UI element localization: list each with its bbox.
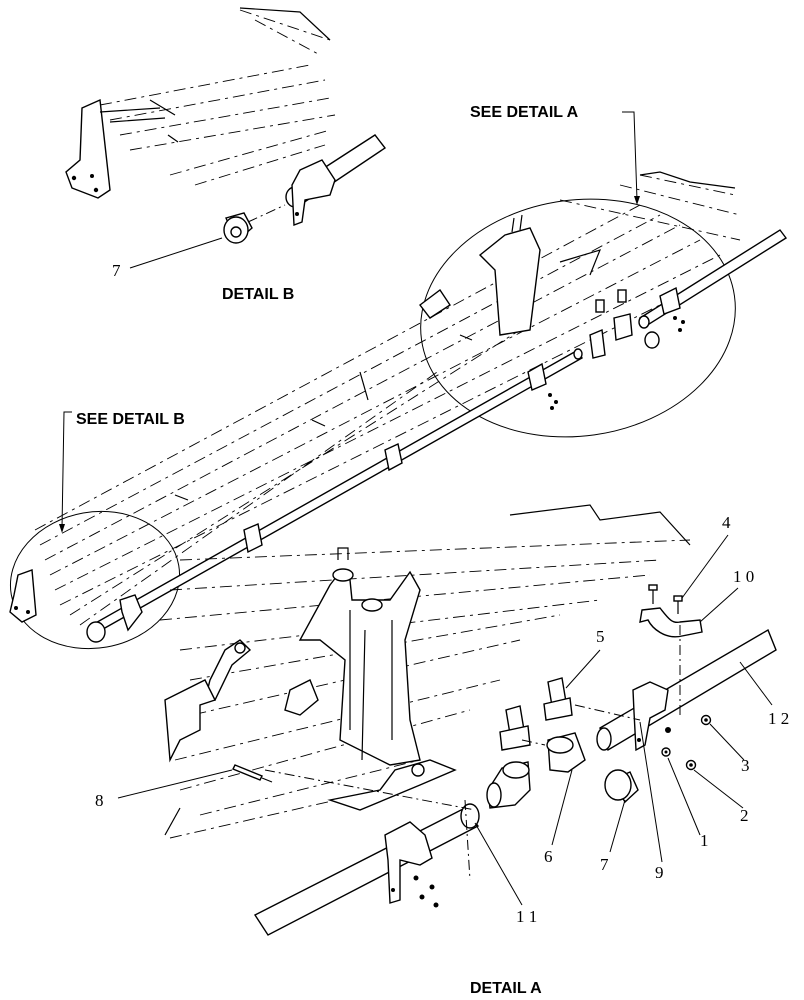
callout-1: 1 bbox=[700, 831, 709, 850]
callout-8: 8 bbox=[95, 791, 104, 810]
detail-a-circle bbox=[420, 198, 736, 438]
part-8-screw bbox=[232, 764, 263, 781]
leader-7-detail-a bbox=[609, 799, 626, 853]
leader-6 bbox=[551, 769, 573, 846]
leader-9 bbox=[639, 721, 663, 863]
main-bracket-b bbox=[9, 569, 37, 623]
callout-12: 1 2 bbox=[768, 709, 789, 728]
main-clamp-4 bbox=[527, 362, 547, 391]
leader-10 bbox=[699, 587, 739, 623]
part-5-fittings bbox=[499, 677, 573, 751]
main-plug-a bbox=[644, 331, 660, 349]
main-plug-b bbox=[86, 621, 106, 643]
leader-11 bbox=[474, 822, 523, 906]
leader-1 bbox=[667, 757, 701, 836]
callout-3: 3 bbox=[741, 756, 750, 775]
callout-9: 9 bbox=[655, 863, 664, 882]
main-clamp-3 bbox=[384, 442, 403, 472]
detail-b-clamp bbox=[291, 159, 336, 226]
detail-b-title: DETAIL B bbox=[222, 286, 294, 303]
main-pivot-casting bbox=[478, 227, 541, 336]
leader-5 bbox=[565, 649, 601, 689]
callout-2: 2 bbox=[740, 806, 749, 825]
main-fitting-left bbox=[589, 328, 606, 359]
lower-clamp bbox=[384, 821, 433, 904]
leader-4 bbox=[681, 534, 729, 599]
leader-7-detail-b bbox=[129, 237, 223, 269]
detail-b-plug bbox=[223, 212, 253, 244]
main-clamp-2 bbox=[243, 523, 263, 554]
detail-b-view bbox=[65, 7, 387, 269]
part-4-screws bbox=[648, 584, 683, 614]
callout-4: 4 bbox=[722, 513, 731, 532]
part-11-pipe bbox=[253, 807, 480, 936]
part-6-elbows bbox=[486, 732, 586, 809]
leader-12 bbox=[739, 661, 773, 706]
detail-a-pivot-casting bbox=[298, 570, 421, 766]
main-assembly-view bbox=[9, 111, 788, 650]
hardware-nuts bbox=[661, 714, 712, 771]
part-7-plug bbox=[604, 769, 639, 804]
leader-see-detail-b bbox=[61, 411, 72, 529]
main-pipe-upper bbox=[638, 229, 788, 327]
leader-8 bbox=[117, 769, 233, 799]
see-detail-b-label: SEE DETAIL B bbox=[76, 411, 185, 428]
detail-a-title: DETAIL A bbox=[470, 980, 542, 997]
main-clamp-5 bbox=[659, 286, 681, 315]
part-12-pipe bbox=[599, 628, 777, 752]
callout-10: 1 0 bbox=[733, 567, 754, 586]
detail-b-circle bbox=[9, 510, 181, 650]
detail-b-bracket bbox=[65, 98, 111, 199]
part-10-clamp bbox=[639, 607, 703, 638]
detail-a-left-bracket bbox=[164, 679, 216, 763]
callout-7-detail-a: 7 bbox=[600, 855, 609, 874]
detail-a-arm bbox=[204, 639, 252, 701]
callout-11: 1 1 bbox=[516, 907, 537, 926]
leader-3 bbox=[709, 723, 745, 761]
leader-2 bbox=[693, 769, 744, 809]
main-fitting-right bbox=[613, 313, 633, 341]
callout-6: 6 bbox=[544, 847, 553, 866]
callout-7-detail-b: 7 bbox=[112, 261, 121, 280]
main-clamp-1 bbox=[119, 594, 143, 632]
leader-see-detail-a bbox=[622, 111, 638, 201]
detail-a-view bbox=[117, 504, 777, 936]
see-detail-a-label: SEE DETAIL A bbox=[470, 104, 579, 121]
callout-5: 5 bbox=[596, 627, 605, 646]
